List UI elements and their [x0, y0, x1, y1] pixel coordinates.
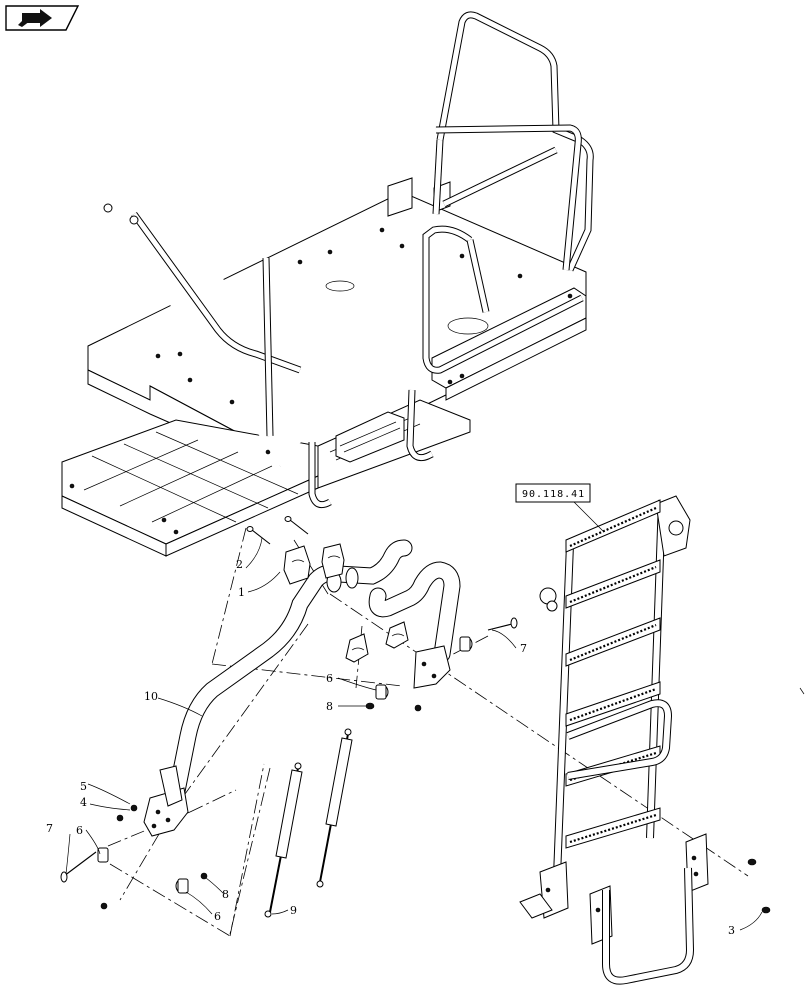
- callout-10: 10: [144, 690, 158, 703]
- callout-8b: 8: [222, 888, 229, 901]
- gas-struts: [264, 728, 353, 918]
- bolts: [60, 516, 518, 883]
- ladder-treads: [565, 499, 661, 849]
- callout-3: 3: [728, 924, 735, 937]
- callout-6c: 6: [214, 910, 221, 923]
- step-handle-bar: [143, 539, 461, 837]
- callout-7b: 7: [46, 822, 53, 835]
- callout-8a: 8: [326, 700, 333, 713]
- ladder-assembly: [519, 495, 709, 985]
- section-reference-label: 90.118.41: [522, 489, 585, 500]
- operator-platform-assembly: [61, 177, 587, 557]
- callout-1: 1: [238, 586, 245, 599]
- callout-6a: 6: [326, 672, 333, 685]
- callout-5: 5: [80, 780, 87, 793]
- next-page-arrow-icon[interactable]: [5, 5, 80, 31]
- section-reference[interactable]: 90.118.41: [515, 483, 605, 533]
- callout-4: 4: [80, 796, 87, 809]
- callout-2: 2: [236, 558, 243, 571]
- right-handrail: [308, 11, 594, 509]
- callout-6b: 6: [76, 824, 83, 837]
- callout-7a: 7: [520, 642, 527, 655]
- bushings: [97, 636, 473, 894]
- clamp-blocks: [283, 543, 409, 663]
- callout-9: 9: [290, 904, 297, 917]
- callouts: 1 2 3 4 5 6 6 6 7 7 8 8 9 10: [46, 537, 763, 937]
- left-handrail: [101, 168, 343, 467]
